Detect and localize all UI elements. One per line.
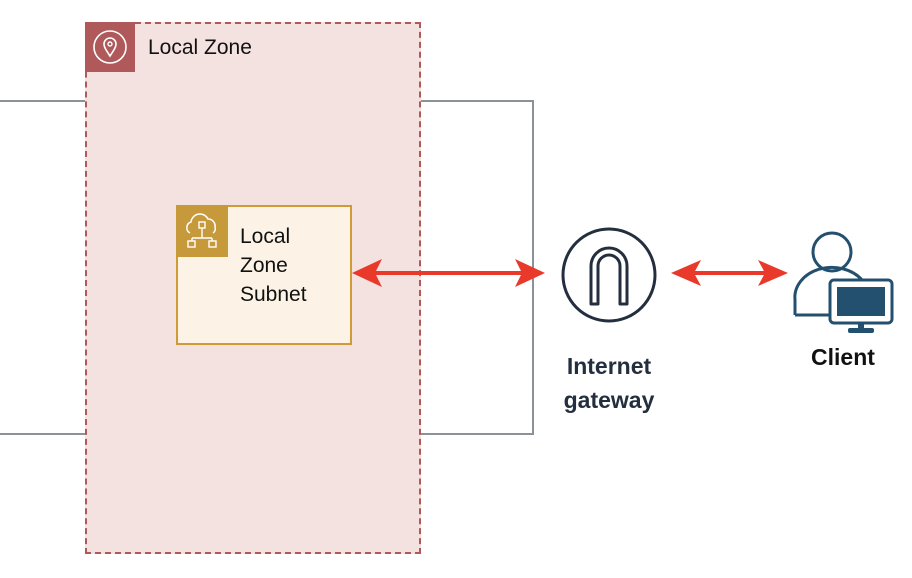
internet-gateway-label: Internet gateway	[563, 353, 655, 413]
cloud-network-icon	[186, 213, 217, 248]
subnet-icon-box	[176, 205, 228, 257]
subnet-label: Local Zone Subnet	[240, 225, 307, 306]
local-zone-subnet[interactable]	[176, 205, 352, 345]
local-zone-title: Local Zone	[148, 36, 252, 59]
local-zone-icon-box	[85, 22, 135, 72]
internet-gateway-icon[interactable]	[560, 226, 658, 324]
client-label: Client	[811, 344, 875, 370]
user-with-monitor-icon[interactable]	[790, 230, 896, 334]
location-pin-icon	[93, 30, 127, 64]
